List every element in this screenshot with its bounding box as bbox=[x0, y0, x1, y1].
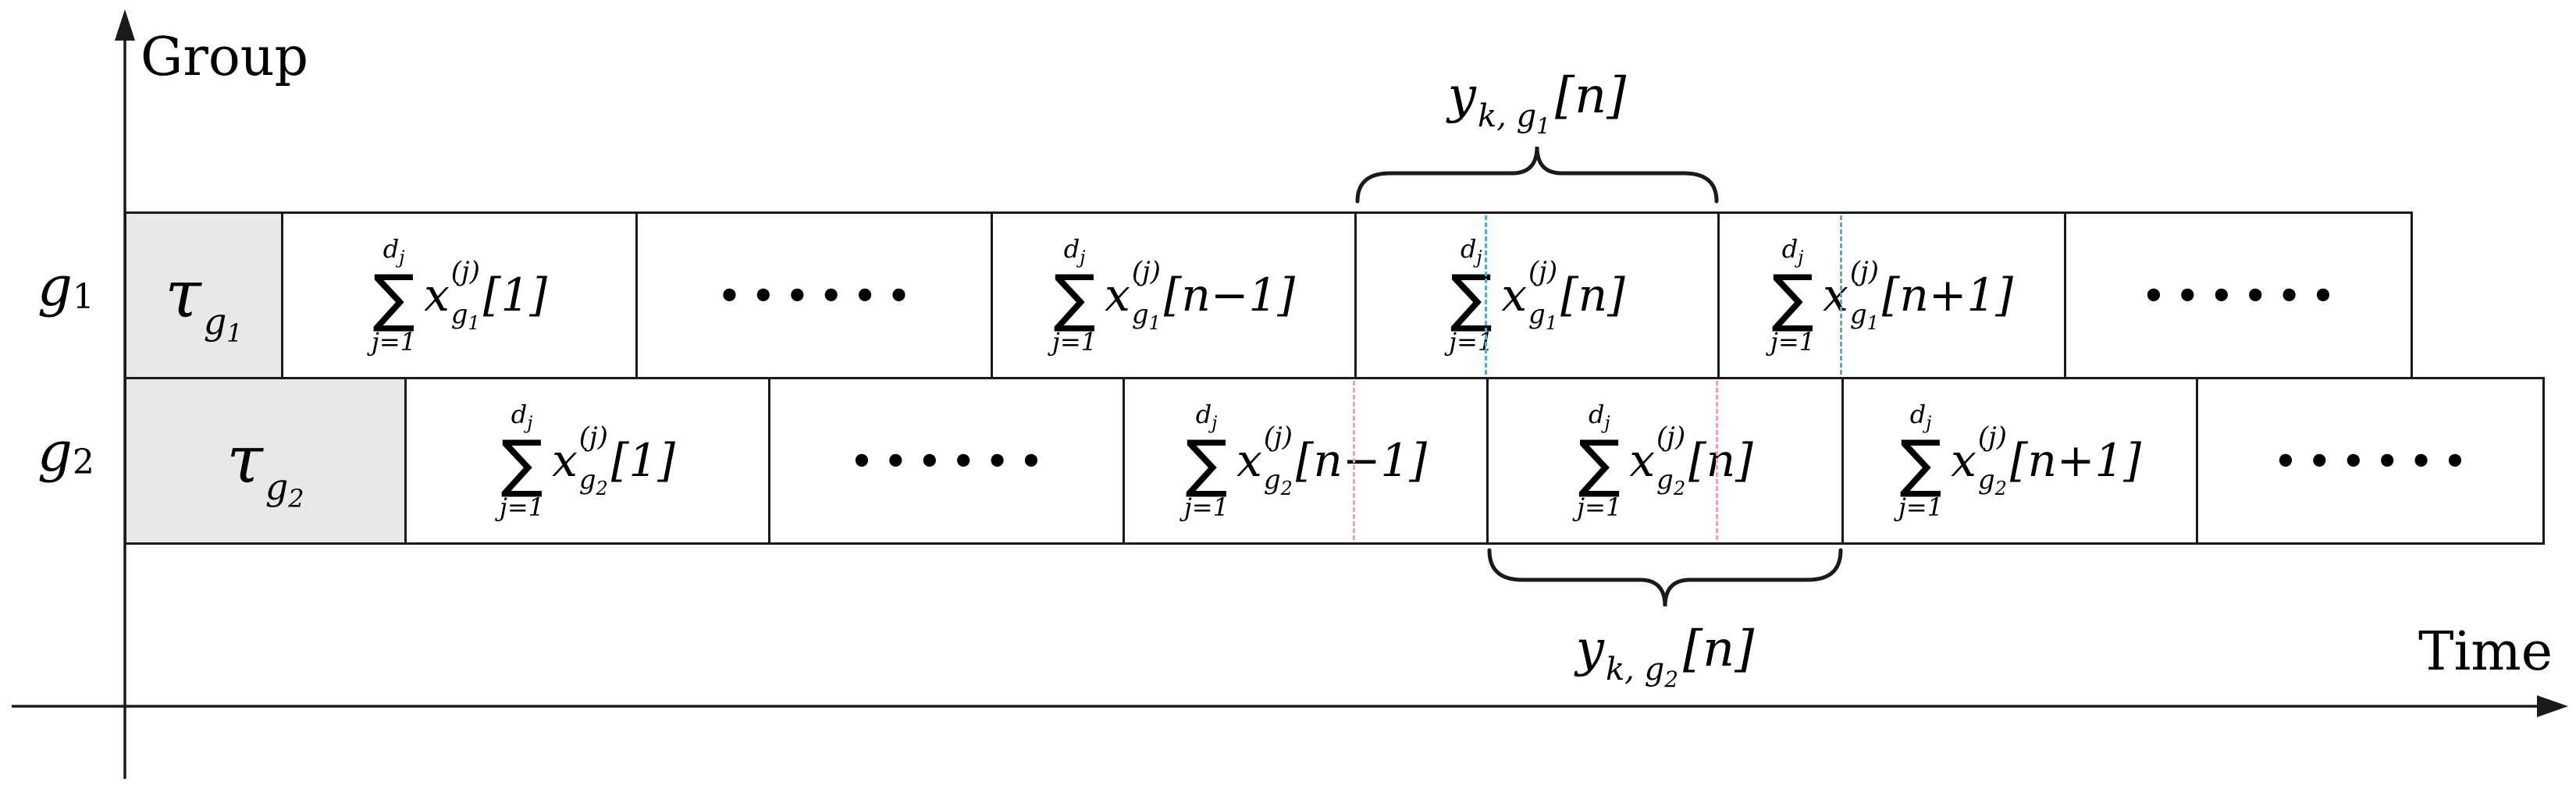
sum-lower-limit: j=1 bbox=[499, 492, 545, 523]
bottom-brace bbox=[1487, 548, 1843, 607]
sum-upper-limit: dj bbox=[1460, 233, 1482, 268]
sum-expression: dj ∑ j=1 x (j) g2 [n] bbox=[1577, 402, 1753, 520]
summand-base: x bbox=[1236, 434, 1262, 488]
summand-base: x bbox=[1501, 268, 1528, 322]
pink-dashed-line-right bbox=[1716, 381, 1718, 540]
sum-expression: dj ∑ j=1 x (j) g1 [n−1] bbox=[1052, 236, 1295, 354]
sigma-symbol: ∑ bbox=[372, 261, 415, 335]
ellipsis-dots: •••••• bbox=[2142, 274, 2346, 317]
summand-argument: [n−1] bbox=[1295, 434, 1427, 488]
row-label-g1: g1 bbox=[37, 254, 94, 318]
blue-dashed-line-right bbox=[1840, 215, 1842, 375]
brace-label-bottom: yk, g2[n] bbox=[1575, 620, 1755, 692]
sum-upper-limit: dj bbox=[1588, 399, 1610, 434]
sum-box-g2-n: dj ∑ j=1 x (j) g2 [n] bbox=[1486, 377, 1844, 545]
sigma-symbol: ∑ bbox=[1578, 427, 1621, 500]
dots-box-g2-middle: •••••• bbox=[768, 377, 1125, 545]
sigma-symbol: ∑ bbox=[1053, 261, 1096, 335]
brace-label-top: yk, g1[n] bbox=[1447, 67, 1627, 139]
summand-argument: [n+1] bbox=[1881, 268, 2013, 322]
summand-argument: [n] bbox=[1560, 268, 1625, 322]
sum-box-g1-n-minus-1: dj ∑ j=1 x (j) g1 [n−1] bbox=[991, 211, 1357, 379]
summand-subscript: g1 bbox=[450, 298, 480, 334]
sum-expression: dj ∑ j=1 x (j) g2 [1] bbox=[500, 402, 675, 520]
ellipsis-dots: •••••• bbox=[2274, 439, 2478, 482]
sum-upper-limit: dj bbox=[382, 233, 405, 268]
summand-argument: [1] bbox=[482, 268, 548, 322]
summand-base: x bbox=[552, 434, 578, 488]
summand-superscript: (j) bbox=[1977, 421, 2007, 453]
summand-argument: [n] bbox=[1688, 434, 1753, 488]
group-axis-arrowhead bbox=[115, 9, 135, 41]
sum-lower-limit: j=1 bbox=[1770, 327, 1816, 357]
ellipsis-dots: •••••• bbox=[850, 439, 1054, 482]
sigma-symbol: ∑ bbox=[500, 427, 543, 500]
summand-superscript: (j) bbox=[1528, 256, 1558, 288]
summand-subscript: g2 bbox=[1263, 464, 1293, 499]
sum-expression: dj ∑ j=1 x (j) g1 [n] bbox=[1449, 236, 1625, 354]
sum-box-g1-n-plus-1: dj ∑ j=1 x (j) g1 [n+1] bbox=[1717, 211, 2066, 379]
summand-superscript: (j) bbox=[450, 256, 480, 288]
summand-superscript: (j) bbox=[1849, 256, 1879, 288]
sum-lower-limit: j=1 bbox=[1052, 327, 1098, 357]
time-axis-label: Time bbox=[2418, 621, 2553, 683]
sum-upper-limit: dj bbox=[1781, 233, 1804, 268]
pink-dashed-line-left bbox=[1353, 381, 1355, 540]
sum-lower-limit: j=1 bbox=[1577, 492, 1622, 523]
sum-box-g2-n-minus-1: dj ∑ j=1 x (j) g2 [n−1] bbox=[1123, 377, 1489, 545]
sum-upper-limit: dj bbox=[1063, 233, 1086, 268]
sum-lower-limit: j=1 bbox=[371, 327, 417, 357]
summand-superscript: (j) bbox=[1131, 256, 1161, 288]
sum-upper-limit: dj bbox=[1909, 399, 1932, 434]
sum-box-g2-n-plus-1: dj ∑ j=1 x (j) g2 [n+1] bbox=[1841, 377, 2198, 545]
sigma-symbol: ∑ bbox=[1771, 261, 1814, 335]
top-brace bbox=[1355, 146, 1719, 204]
sum-box-g1-1: dj ∑ j=1 x (j) g1 [1] bbox=[281, 211, 638, 379]
group-axis-label: Group bbox=[141, 27, 309, 88]
sum-lower-limit: j=1 bbox=[1184, 492, 1229, 523]
dots-box-g2-end: •••••• bbox=[2196, 377, 2545, 545]
summand-subscript: g1 bbox=[1528, 298, 1558, 334]
sum-upper-limit: dj bbox=[511, 399, 533, 434]
sigma-symbol: ∑ bbox=[1185, 427, 1228, 500]
summand-argument: [n−1] bbox=[1163, 268, 1295, 322]
summand-superscript: (j) bbox=[578, 421, 608, 453]
sum-lower-limit: j=1 bbox=[1898, 492, 1944, 523]
summand-subscript: g1 bbox=[1849, 298, 1879, 334]
summand-argument: [1] bbox=[610, 434, 676, 488]
sum-box-g1-n: dj ∑ j=1 x (j) g1 [n] bbox=[1354, 211, 1720, 379]
sum-expression: dj ∑ j=1 x (j) g2 [n−1] bbox=[1184, 402, 1427, 520]
sigma-symbol: ∑ bbox=[1899, 427, 1942, 500]
summand-subscript: g1 bbox=[1131, 298, 1161, 334]
blue-dashed-line-left bbox=[1485, 215, 1487, 375]
summand-subscript: g2 bbox=[1977, 464, 2007, 499]
dots-box-g1-middle: •••••• bbox=[635, 211, 993, 379]
sum-expression: dj ∑ j=1 x (j) g2 [n+1] bbox=[1898, 402, 2141, 520]
summand-argument: [n+1] bbox=[2009, 434, 2141, 488]
ellipsis-dots: •••••• bbox=[717, 274, 922, 317]
summand-base: x bbox=[1629, 434, 1656, 488]
summand-subscript: g2 bbox=[578, 464, 608, 499]
time-axis-arrowhead bbox=[2537, 695, 2568, 717]
sum-upper-limit: dj bbox=[1195, 399, 1218, 434]
summand-base: x bbox=[424, 268, 450, 322]
row-label-g2: g2 bbox=[37, 420, 94, 484]
summand-base: x bbox=[1823, 268, 1848, 322]
sum-box-g2-1: dj ∑ j=1 x (j) g2 [1] bbox=[404, 377, 770, 545]
sum-expression: dj ∑ j=1 x (j) g1 [n+1] bbox=[1770, 236, 2013, 354]
summand-superscript: (j) bbox=[1656, 421, 1686, 453]
summand-base: x bbox=[1105, 268, 1130, 322]
summand-superscript: (j) bbox=[1263, 421, 1293, 453]
summand-base: x bbox=[1951, 434, 1976, 488]
dots-box-g1-end: •••••• bbox=[2064, 211, 2413, 379]
sum-expression: dj ∑ j=1 x (j) g1 [1] bbox=[372, 236, 547, 354]
summand-subscript: g2 bbox=[1656, 464, 1686, 499]
